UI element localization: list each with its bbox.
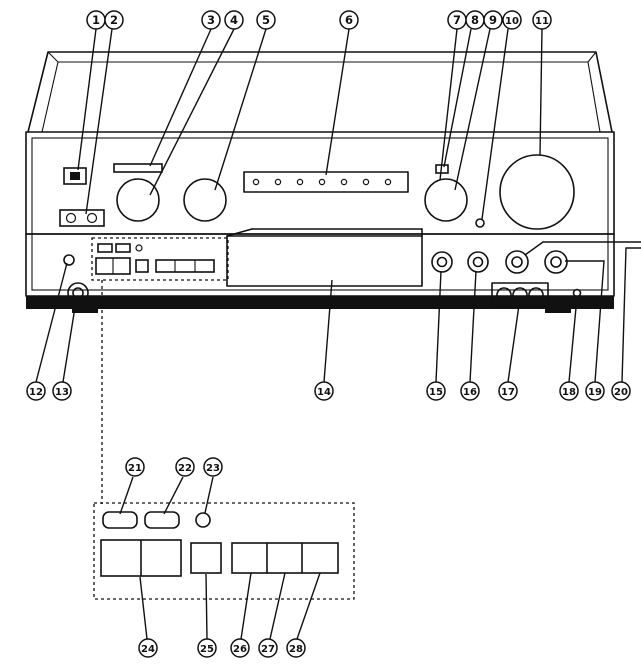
svg-text:3: 3 <box>207 13 215 27</box>
svg-text:9: 9 <box>489 13 497 27</box>
callout-24: 24 <box>138 638 158 658</box>
callout-18: 18 <box>559 381 579 401</box>
callout-25: 25 <box>197 638 217 658</box>
callout-11: 11 <box>532 10 552 30</box>
svg-text:14: 14 <box>317 387 331 398</box>
speakers-ab-buttons <box>59 209 105 227</box>
callout-14: 14 <box>314 381 334 401</box>
main-display <box>226 228 423 287</box>
callout-7: 7 <box>447 10 467 30</box>
enlarged-panel-outline <box>93 502 355 600</box>
video-aux-jacks <box>491 282 549 308</box>
callout-10: 10 <box>502 10 522 30</box>
callout-17: 17 <box>498 381 518 401</box>
callout-9: 9 <box>483 10 503 30</box>
volume-knob <box>499 154 575 230</box>
svg-text:1: 1 <box>92 13 100 27</box>
svg-text:25: 25 <box>200 644 214 655</box>
receiver-body <box>25 51 615 313</box>
sub-panel-outline <box>91 237 229 281</box>
callout-6: 6 <box>339 10 359 30</box>
svg-text:13: 13 <box>55 387 69 398</box>
callout-3: 3 <box>201 10 221 30</box>
callout-12: 12 <box>26 381 46 401</box>
callout-22: 22 <box>175 457 195 477</box>
tuning-knob <box>424 178 468 222</box>
leader-lines <box>35 28 641 640</box>
svg-text:26: 26 <box>233 644 247 655</box>
svg-text:15: 15 <box>429 387 443 398</box>
headphone-jack-small <box>63 254 75 266</box>
svg-text:12: 12 <box>29 387 43 398</box>
power-button <box>63 167 87 185</box>
svg-text:10: 10 <box>505 16 519 27</box>
callout-1: 1 <box>86 10 106 30</box>
callout-23: 23 <box>203 457 223 477</box>
preset-buttons-row <box>243 171 409 193</box>
svg-text:19: 19 <box>588 387 602 398</box>
callout-21: 21 <box>125 457 145 477</box>
callout-15: 15 <box>426 381 446 401</box>
callout-27: 27 <box>258 638 278 658</box>
svg-text:27: 27 <box>261 644 275 655</box>
callout-20: 20 <box>611 381 631 401</box>
callout-2: 2 <box>104 10 124 30</box>
svg-text:4: 4 <box>230 13 238 27</box>
display-window-small <box>113 163 163 173</box>
svg-text:7: 7 <box>453 13 461 27</box>
svg-text:8: 8 <box>471 13 479 27</box>
svg-text:20: 20 <box>614 387 628 398</box>
svg-text:21: 21 <box>128 463 142 474</box>
phones-jack <box>67 282 89 304</box>
input-selector-knob <box>116 178 160 222</box>
svg-text:18: 18 <box>562 387 576 398</box>
enlarged-panel-controls <box>100 511 339 577</box>
svg-text:28: 28 <box>289 644 303 655</box>
callout-28: 28 <box>286 638 306 658</box>
svg-text:6: 6 <box>345 13 353 27</box>
svg-text:17: 17 <box>501 387 515 398</box>
callout-19: 19 <box>585 381 605 401</box>
callout-8: 8 <box>465 10 485 30</box>
svg-text:23: 23 <box>206 463 220 474</box>
right-jacks <box>431 250 568 274</box>
svg-text:11: 11 <box>535 16 549 27</box>
svg-text:16: 16 <box>463 387 477 398</box>
callout-13: 13 <box>52 381 72 401</box>
remote-sensor <box>572 288 582 298</box>
sub-panel-mini-controls <box>95 243 215 275</box>
svg-text:24: 24 <box>141 644 155 655</box>
callout-5: 5 <box>256 10 276 30</box>
callout-16: 16 <box>460 381 480 401</box>
svg-text:5: 5 <box>262 13 270 27</box>
callout-4: 4 <box>224 10 244 30</box>
svg-text:22: 22 <box>178 463 192 474</box>
svg-text:2: 2 <box>110 13 118 27</box>
tone-knob <box>183 178 227 222</box>
callout-26: 26 <box>230 638 250 658</box>
small-indicator <box>475 218 485 228</box>
